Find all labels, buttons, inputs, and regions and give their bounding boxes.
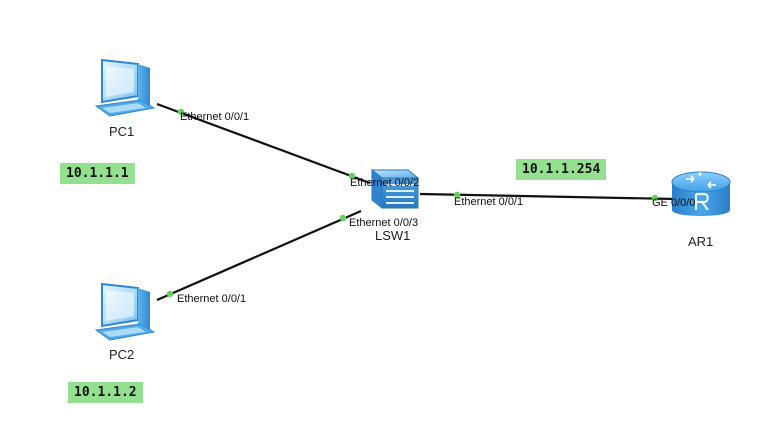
link-lsw1-ar1[interactable] bbox=[419, 192, 677, 201]
pc2-label: PC2 bbox=[109, 347, 134, 362]
pc2-port-label: Ethernet 0/0/1 bbox=[177, 293, 246, 305]
switch-icon[interactable] bbox=[370, 168, 420, 210]
ar1-port-label: GE 0/0/0 bbox=[652, 197, 695, 209]
link-pc2-lsw1[interactable] bbox=[156, 209, 362, 302]
pc1-port-label: Ethernet 0/0/1 bbox=[180, 111, 249, 123]
port-dot-pc1 bbox=[177, 108, 185, 116]
pc-icon[interactable] bbox=[94, 282, 156, 341]
lsw1-port3-label: Ethernet 0/0/3 bbox=[349, 217, 418, 229]
lsw1-port2-label: Ethernet 0/0/2 bbox=[350, 177, 419, 189]
pc1-ip-badge: 10.1.1.1 bbox=[60, 163, 135, 184]
port-dot-lsw1-p3 bbox=[339, 214, 347, 222]
port-dot-ar1 bbox=[651, 194, 659, 202]
pc2-ip-badge: 10.1.1.2 bbox=[68, 382, 143, 403]
ar1-label: AR1 bbox=[688, 234, 713, 249]
pc1-label: PC1 bbox=[109, 124, 134, 139]
lsw1-port1-label: Ethernet 0/0/1 bbox=[454, 196, 523, 208]
port-dot-lsw1-p1 bbox=[453, 191, 461, 199]
link-pc1-lsw1[interactable] bbox=[156, 102, 371, 185]
pc-icon[interactable] bbox=[94, 58, 156, 117]
port-dot-lsw1-p2 bbox=[348, 172, 356, 180]
port-dot-pc2 bbox=[166, 290, 174, 298]
router-icon[interactable] bbox=[671, 171, 731, 216]
lsw1-label: LSW1 bbox=[375, 228, 410, 243]
ar1-ip-badge: 10.1.1.254 bbox=[516, 159, 607, 180]
